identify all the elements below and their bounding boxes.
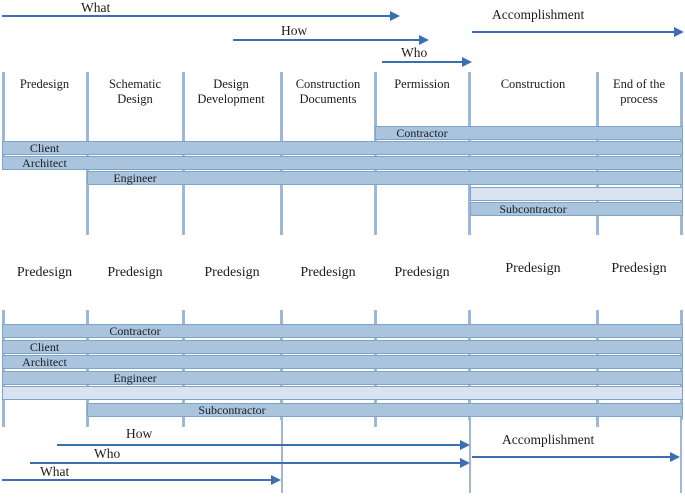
top-accomplishment-arrow-line [472, 31, 674, 33]
role-bar-engineer [2, 371, 683, 385]
phase-header-schematic-design: Schematic Design [108, 77, 162, 106]
bottom-how-label: How [126, 426, 153, 441]
phase-header-predesign: Predesign [19, 77, 70, 91]
role-bar-contractor [375, 126, 683, 140]
role-bar-label: Engineer [113, 371, 157, 385]
grid-tick [86, 420, 89, 427]
grid-tick [374, 420, 377, 427]
bottom-who-arrowhead-icon [460, 458, 470, 468]
role-bar-architect [2, 355, 683, 369]
role-bar-label: Subcontractor [499, 202, 567, 216]
role-bar-subcontractor [87, 403, 683, 417]
role-bar-label: Contractor [109, 324, 161, 338]
phase-header-construction: Construction [500, 77, 566, 91]
top-how-arrow-line [233, 39, 419, 41]
role-bar-client [2, 340, 683, 354]
role-bar-label: Engineer [113, 171, 157, 185]
bottom-accomplishment-label: Accomplishment [502, 432, 595, 447]
role-bar-engineer [87, 171, 683, 185]
bottom-what-arrow-line [2, 479, 271, 481]
bottom-accomplishment-arrow-line [472, 456, 670, 458]
phase-boundary-line [281, 420, 283, 493]
role-bar-subcontractor [470, 202, 683, 216]
top-what-arrow-line [2, 15, 390, 17]
phase-header-permission: Permission [394, 77, 450, 91]
phase-header-construction-documents: Construction Documents [295, 77, 361, 106]
top-what-label: What [81, 0, 111, 15]
mid-phase-label: Predesign [107, 265, 163, 280]
bottom-how-arrow-line [57, 444, 460, 446]
role-bar-client [2, 141, 683, 155]
top-how-label: How [281, 23, 308, 38]
bottom-what-arrowhead-icon [271, 475, 281, 485]
role-bar-label: Client [29, 340, 60, 354]
grid-line [2, 72, 5, 170]
bottom-who-label: Who [94, 446, 121, 461]
role-bar-architect [2, 156, 683, 170]
role-bar-contractor [2, 324, 683, 338]
top-how-arrowhead-icon [419, 35, 429, 45]
bottom-what-label: What [40, 464, 70, 479]
top-who-arrowhead-icon [462, 57, 472, 67]
role-bar-unlabeled [470, 187, 683, 201]
role-bar-label: Architect [22, 156, 67, 170]
top-who-label: Who [401, 45, 428, 60]
mid-phase-label: Predesign [16, 265, 73, 280]
bottom-how-arrowhead-icon [460, 440, 470, 450]
phase-header-end-of-process: End of the process [612, 77, 666, 106]
mid-phase-label: Predesign [394, 265, 450, 280]
top-who-arrow-line [382, 61, 462, 63]
mid-phase-label: Predesign [611, 261, 667, 276]
phase-header-design-development: Design Development [197, 77, 265, 106]
role-bar-label: Client [29, 141, 60, 155]
role-bar-label: Contractor [396, 126, 448, 140]
bottom-who-arrow-line [30, 462, 460, 464]
grid-tick [182, 420, 185, 427]
top-what-arrowhead-icon [390, 11, 400, 21]
bottom-accomplishment-arrowhead-icon [670, 452, 680, 462]
grid-tick [2, 420, 5, 427]
mid-phase-label: Predesign [300, 265, 356, 280]
mid-phase-label: Predesign [505, 261, 561, 276]
role-bar-unlabeled [2, 386, 683, 400]
phase-boundary-line [469, 420, 471, 493]
top-accomplishment-label: Accomplishment [492, 7, 585, 22]
top-accomplishment-arrowhead-icon [674, 27, 684, 37]
phase-boundary-line [680, 420, 682, 493]
role-bar-label: Architect [22, 355, 67, 369]
mid-phase-label: Predesign [204, 265, 260, 280]
role-bar-label: Subcontractor [198, 403, 266, 417]
grid-tick [596, 420, 599, 427]
